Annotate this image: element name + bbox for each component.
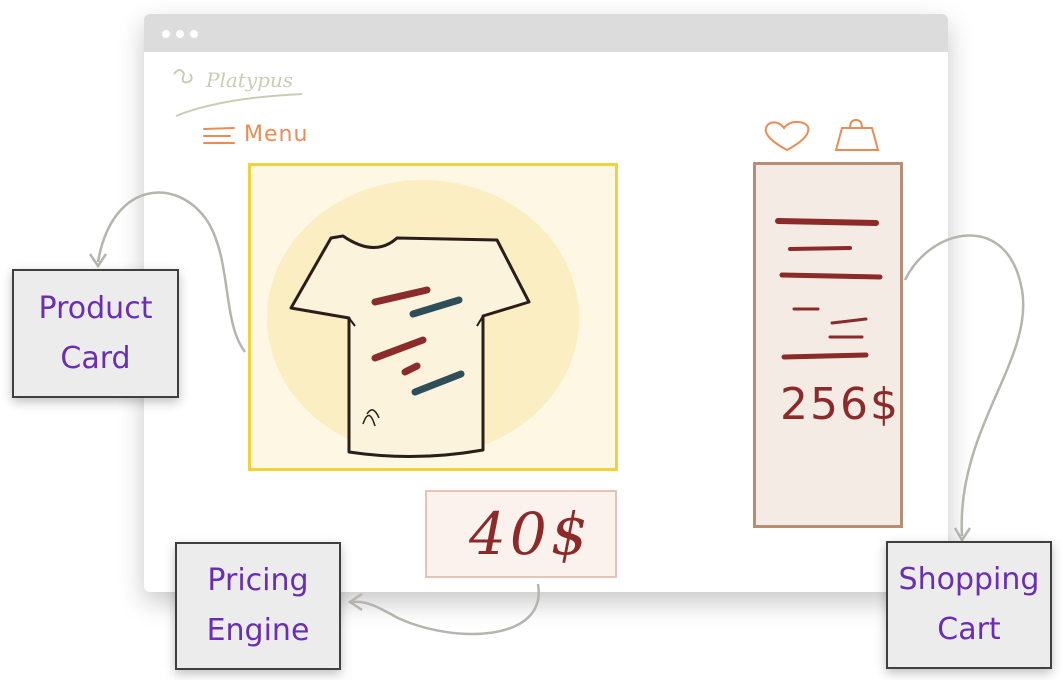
pricing-engine-callout: Pricing Engine <box>175 542 341 670</box>
window-dot-icon <box>176 30 184 38</box>
heart-icon[interactable] <box>762 120 812 154</box>
cart-total: 256$ <box>780 379 900 430</box>
product-card-callout: Product Card <box>12 269 179 398</box>
browser-window: Platypus Menu <box>144 14 948 592</box>
window-dot-icon <box>162 30 170 38</box>
callout-label: Pricing <box>207 563 309 598</box>
hamburger-icon <box>203 127 235 144</box>
callout-label: Cart <box>937 612 1001 647</box>
window-dot-icon <box>190 30 198 38</box>
browser-title-bar <box>144 14 948 52</box>
logo-text: Platypus <box>206 68 294 92</box>
t-shirt-icon <box>267 180 579 459</box>
price-tag: 40$ <box>425 490 617 578</box>
product-card[interactable] <box>248 163 618 471</box>
shopping-cart-panel[interactable]: 256$ <box>753 162 903 528</box>
callout-label: Product <box>38 290 153 326</box>
cart-item-lines <box>775 218 883 360</box>
platypus-logo[interactable]: Platypus <box>170 60 310 120</box>
callout-label: Card <box>60 340 131 376</box>
product-price: 40$ <box>469 500 592 568</box>
menu-label: Menu <box>244 122 309 147</box>
shopping-bag-icon[interactable] <box>834 118 880 154</box>
shopping-cart-callout: Shopping Cart <box>886 541 1052 669</box>
callout-label: Engine <box>206 613 310 648</box>
callout-label: Shopping <box>898 562 1040 597</box>
